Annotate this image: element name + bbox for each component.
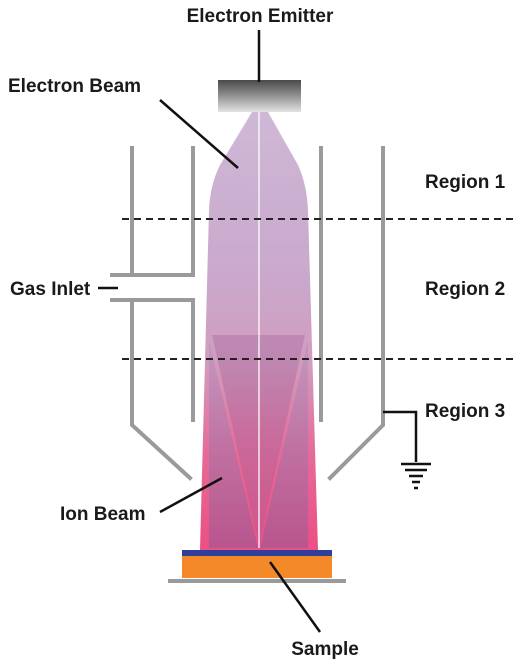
sample-label: Sample [291,639,359,660]
emitter-label: Electron Emitter [187,6,334,27]
region3-label: Region 3 [425,401,505,422]
inner-wall-left [110,146,195,277]
ground-symbol [383,410,431,490]
beam [200,112,318,550]
emitter-body [218,80,301,112]
sample-stage [168,550,346,583]
sample-leader [268,561,322,633]
sample-surface [182,550,332,556]
electron-emitter [218,30,301,112]
electron-beam-leader [159,99,239,169]
region2-label: Region 2 [425,279,505,300]
beam-inner-cone-right [260,340,308,548]
inner-wall-left-lower [110,298,195,422]
outer-wall-left [110,146,134,277]
outer-wall-left-lower [110,298,193,481]
electron-beam-label: Electron Beam [8,76,141,97]
beam-inner-cone-left [209,340,258,548]
sample-substrate [182,556,332,578]
chamber-walls [110,146,385,481]
ion-beam-leader [159,476,223,514]
ion-beam-label: Ion Beam [60,504,146,525]
gas-inlet-label: Gas Inlet [10,279,91,300]
region1-label: Region 1 [425,172,506,193]
outer-wall-right [327,146,385,481]
